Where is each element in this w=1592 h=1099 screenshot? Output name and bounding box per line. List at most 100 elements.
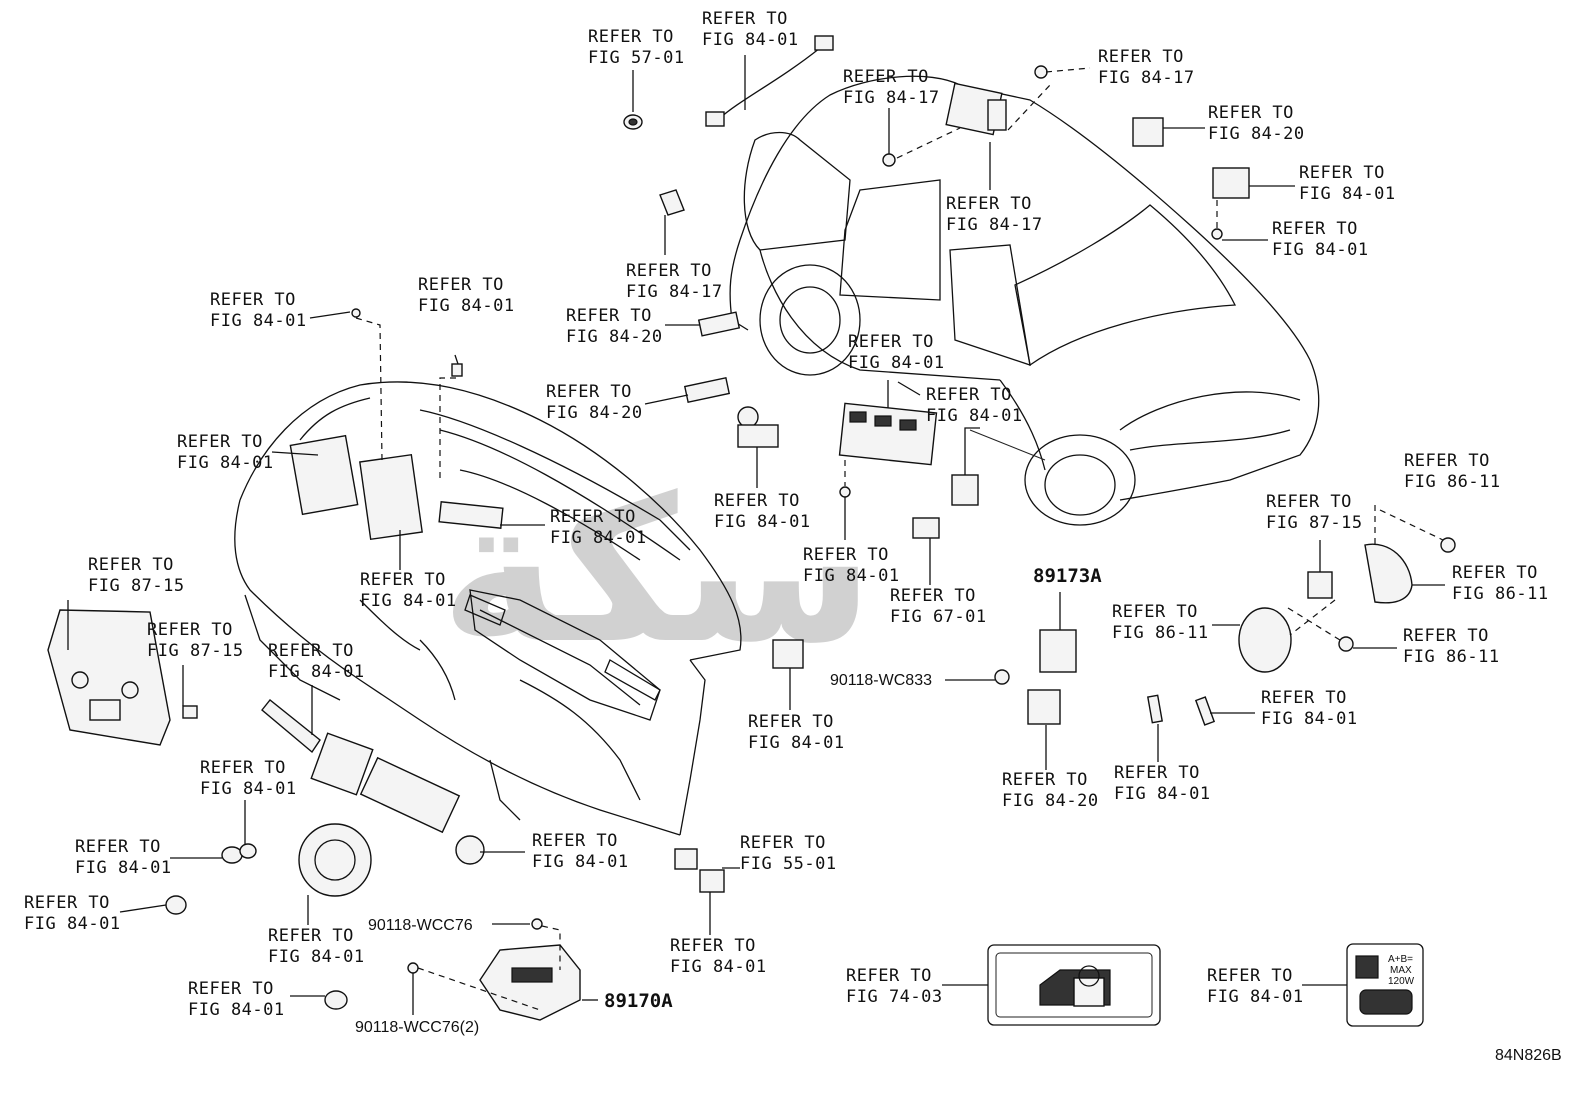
vehicle-body-outline xyxy=(729,75,1320,526)
callout-refer-label: REFER TO xyxy=(670,936,756,956)
callout-refer-label: REFER TO xyxy=(532,831,618,851)
sensor-left-icon xyxy=(697,311,741,337)
callout-fig-ref: FIG 87-15 xyxy=(1266,513,1363,533)
callout-refer-label: REFER TO xyxy=(714,491,800,511)
callout-fig-ref: FIG 86-11 xyxy=(1404,472,1501,492)
callout-refer-label: REFER TO xyxy=(843,67,929,87)
callout-fig-ref: FIG 86-11 xyxy=(1403,647,1500,667)
callout-refer-label: REFER TO xyxy=(740,833,826,853)
callout-refer-label: REFER TO xyxy=(702,9,788,29)
horn-high-icon xyxy=(1364,537,1456,604)
relay-icon xyxy=(951,474,979,506)
callout-refer-label: REFER TO xyxy=(1403,626,1489,646)
callout-refer-label: REFER TO xyxy=(1272,219,1358,239)
callout-refer-label: REFER TO xyxy=(88,555,174,575)
heater-control-panel-icon xyxy=(47,609,198,746)
callout-fig-ref: FIG 55-01 xyxy=(740,854,837,874)
callout-refer-label: REFER TO xyxy=(1266,492,1352,512)
callout-fig-ref: FIG 84-01 xyxy=(418,296,515,316)
callout-fig-ref: FIG 84-01 xyxy=(702,30,799,50)
switch-knob-icon xyxy=(221,846,243,864)
callout-fig-ref: FIG 84-01 xyxy=(714,512,811,532)
callout-fig-ref: FIG 84-17 xyxy=(626,282,723,302)
part-number-90118-wc833: 90118-WC833 xyxy=(830,672,932,689)
callout-refer-label: REFER TO xyxy=(1114,763,1200,783)
callout-fig-ref: FIG 84-01 xyxy=(1207,987,1304,1007)
callout-fig-ref: FIG 84-01 xyxy=(210,311,307,331)
callout-refer-label: REFER TO xyxy=(418,275,504,295)
callout-fig-ref: FIG 84-01 xyxy=(360,591,457,611)
label-line-2: MAX xyxy=(1390,965,1412,976)
callout-fig-ref: FIG 74-03 xyxy=(846,987,943,1007)
temp-sensor-right-icon xyxy=(1194,696,1216,726)
callout-refer-label: REFER TO xyxy=(1112,602,1198,622)
sub-harness-icon xyxy=(719,47,821,119)
callout-fig-ref: FIG 84-01 xyxy=(848,353,945,373)
callout-refer-label: REFER TO xyxy=(24,893,110,913)
callout-refer-label: REFER TO xyxy=(848,332,934,352)
callout-refer-label: REFER TO xyxy=(588,27,674,47)
horn-connector-icon xyxy=(1307,571,1333,599)
callout-refer-label: REFER TO xyxy=(926,385,1012,405)
combination-switch-icon xyxy=(261,699,485,865)
callout-refer-label: REFER TO xyxy=(890,586,976,606)
callout-fig-ref: FIG 84-01 xyxy=(177,453,274,473)
label-line-1: A+B= xyxy=(1388,954,1413,965)
callout-refer-label: REFER TO xyxy=(1404,451,1490,471)
callout-fig-ref: FIG 67-01 xyxy=(890,607,987,627)
power-window-switch-icon xyxy=(838,402,938,498)
callout-fig-ref: FIG 84-01 xyxy=(550,528,647,548)
part-number-89170a: 89170A xyxy=(604,990,673,1012)
callout-refer-label: REFER TO xyxy=(946,194,1032,214)
callout-refer-label: REFER TO xyxy=(1098,47,1184,67)
control-module-icon xyxy=(359,453,423,541)
callout-refer-label: REFER TO xyxy=(626,261,712,281)
horn-low-icon xyxy=(1238,607,1354,673)
callout-refer-label: REFER TO xyxy=(177,432,263,452)
callout-fig-ref: FIG 84-20 xyxy=(1002,791,1099,811)
body-ecu-icon xyxy=(289,434,359,516)
temp-sensor-icon xyxy=(1147,694,1163,724)
callout-fig-ref: FIG 87-15 xyxy=(147,641,244,661)
callout-refer-label: REFER TO xyxy=(75,837,161,857)
front-airbag-sensor-icon xyxy=(994,629,1077,725)
callout-fig-ref: FIG 84-17 xyxy=(843,88,940,108)
callout-fig-ref: FIG 84-01 xyxy=(268,662,365,682)
callout-refer-label: REFER TO xyxy=(360,570,446,590)
warning-label-panel xyxy=(987,944,1161,1026)
instrument-panel-outline xyxy=(234,381,742,836)
callout-fig-ref: FIG 84-01 xyxy=(926,406,1023,426)
callout-fig-ref: FIG 84-01 xyxy=(1272,240,1369,260)
callout-fig-ref: FIG 84-01 xyxy=(268,947,365,967)
callout-refer-label: REFER TO xyxy=(546,382,632,402)
callout-fig-ref: FIG 87-15 xyxy=(88,576,185,596)
callout-refer-label: REFER TO xyxy=(1299,163,1385,183)
solar-sensor-icon xyxy=(438,501,504,529)
cap-icon xyxy=(324,990,348,1010)
